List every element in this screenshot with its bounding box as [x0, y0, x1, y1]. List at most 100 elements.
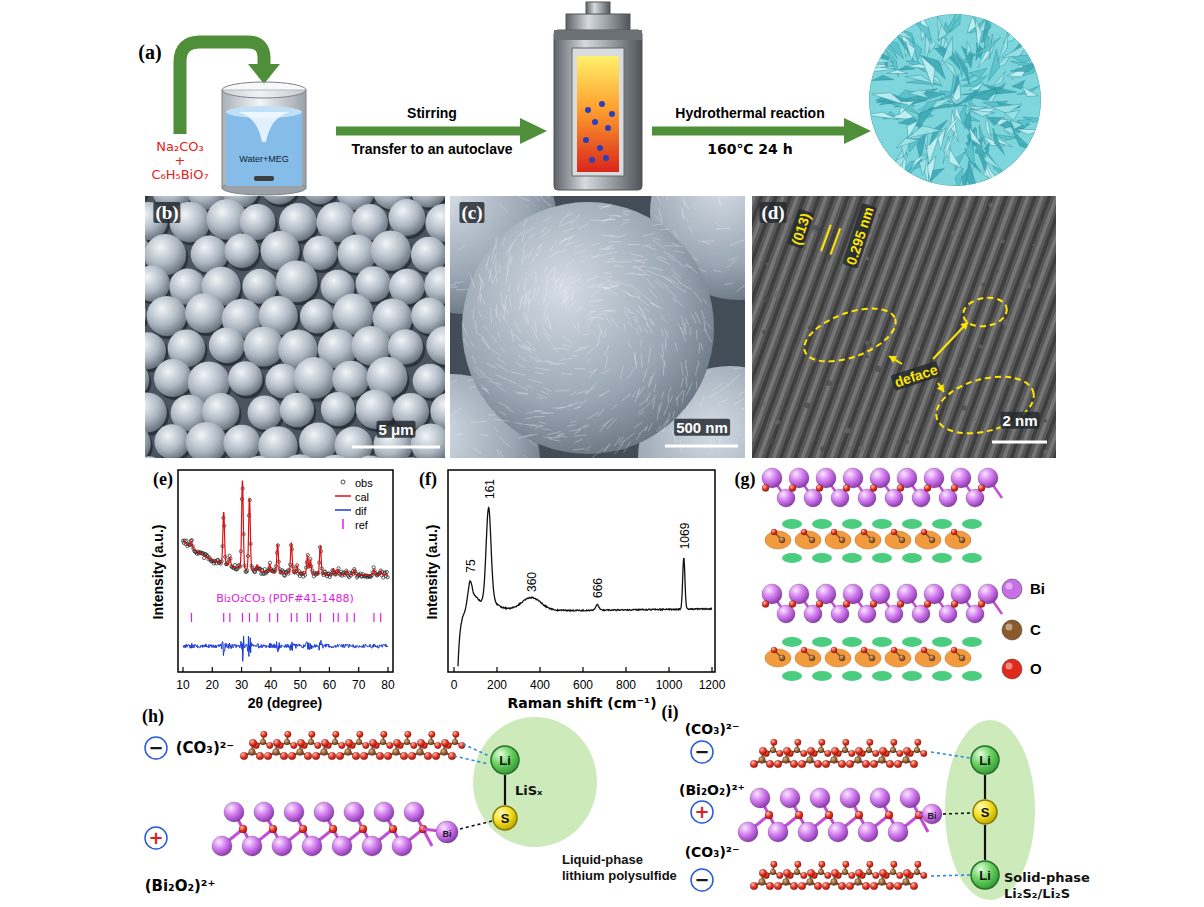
axis-tick [625, 667, 626, 672]
oxygen-atom [389, 825, 397, 833]
petal-edge [475, 320, 477, 334]
oxygen-atom [816, 601, 823, 608]
petal-edge [615, 444, 623, 454]
petal-edge [633, 316, 636, 323]
charge-lobe [962, 553, 982, 563]
vortex [238, 112, 290, 142]
nanoflake [1002, 42, 1030, 58]
petal-edge [690, 327, 691, 335]
oxygen-atom [376, 752, 384, 760]
oxygen-atom [249, 739, 257, 747]
carbon-atom [321, 749, 328, 756]
petal-edge [697, 360, 699, 366]
flower-microsphere [861, 10, 1044, 194]
petal-edge [624, 441, 631, 452]
carbon-atom [452, 739, 458, 745]
petal-edge [719, 198, 721, 207]
oxygen-atom [285, 731, 291, 737]
axis-tick [241, 667, 242, 672]
charge-lobe [855, 649, 881, 667]
petal-edge [496, 384, 506, 391]
charge-lobe [902, 519, 922, 529]
oxygen-atom [360, 752, 368, 760]
oxygen-atom [267, 742, 273, 748]
petal-edge [701, 310, 704, 319]
bismuth-atom [254, 802, 274, 822]
nanoflake [969, 126, 982, 146]
spacing-marker [821, 225, 831, 251]
nanoflake [987, 117, 1003, 125]
nanoflake [965, 106, 988, 110]
circle-fill [493, 806, 517, 830]
nanoflake [965, 137, 975, 167]
solution [226, 112, 302, 186]
oxygen-atom [359, 825, 367, 833]
petal-edge [620, 366, 623, 379]
noise-speck [1036, 218, 1042, 224]
petal-edge [568, 276, 574, 279]
carbon-atom [869, 537, 875, 543]
oxygen-atom [879, 869, 887, 877]
lattice-fringe [831, 196, 927, 458]
petal-edge [609, 241, 622, 242]
carbon-atom [284, 739, 290, 745]
petal-edge [575, 244, 584, 247]
petal-edge [742, 407, 745, 409]
petal-edge [500, 348, 506, 353]
region-outline [473, 717, 597, 847]
oxygen-atom [381, 731, 387, 737]
noise-speck [888, 233, 890, 235]
petal-edge [664, 328, 668, 337]
charge-lobe [915, 531, 941, 549]
petal-edge [699, 342, 700, 353]
nanoflake [872, 93, 905, 105]
noise-speck [787, 217, 794, 224]
charge-lobe [902, 637, 922, 647]
oxygen-atom [759, 747, 767, 755]
oxygen-atom [831, 869, 839, 877]
carbon-atom [807, 879, 814, 886]
petal-edge [478, 333, 485, 340]
petal-edge [641, 354, 642, 368]
noise-speck [859, 446, 864, 451]
precursor-dot [597, 145, 603, 151]
petal-edge [560, 358, 572, 360]
oxygen-atom [870, 601, 877, 608]
bismuth-atom [870, 788, 890, 808]
arrow-head [844, 118, 871, 144]
petal-edge [661, 196, 663, 198]
petal-edge [528, 379, 542, 383]
petal-edge [499, 265, 500, 273]
petal-edge [531, 254, 538, 264]
oxygen-atom [814, 760, 822, 768]
circle-fill [145, 737, 167, 759]
petal-edge [665, 338, 666, 350]
carbon-atom [809, 537, 815, 543]
oxygen-atom [891, 861, 897, 867]
petal-edge [596, 313, 608, 315]
bond-line [504, 775, 506, 805]
charge-lobe [842, 671, 862, 681]
petal-edge [540, 229, 551, 238]
petal-edge [587, 284, 594, 288]
petal-edge [639, 412, 644, 416]
petal-edge [611, 318, 619, 328]
petal-edge [614, 215, 620, 217]
oxygen-atom [849, 750, 855, 756]
petal-edge [495, 260, 497, 270]
oxygen-atom [771, 647, 777, 653]
charge-lobe [872, 671, 892, 681]
petal-edge [585, 446, 590, 450]
oxygen-atom [873, 872, 879, 878]
noise-speck [779, 343, 782, 346]
charge-lobe [932, 637, 952, 647]
charge-lobe [885, 531, 911, 549]
oxygen-atom [357, 731, 363, 737]
petal-edge [621, 221, 629, 225]
oxygen-atom [256, 752, 264, 760]
petal-edge [686, 375, 688, 387]
petal-edge [612, 404, 617, 409]
petal-edge [738, 388, 745, 396]
beaker-rim [222, 82, 306, 98]
petal-edge [605, 329, 607, 336]
